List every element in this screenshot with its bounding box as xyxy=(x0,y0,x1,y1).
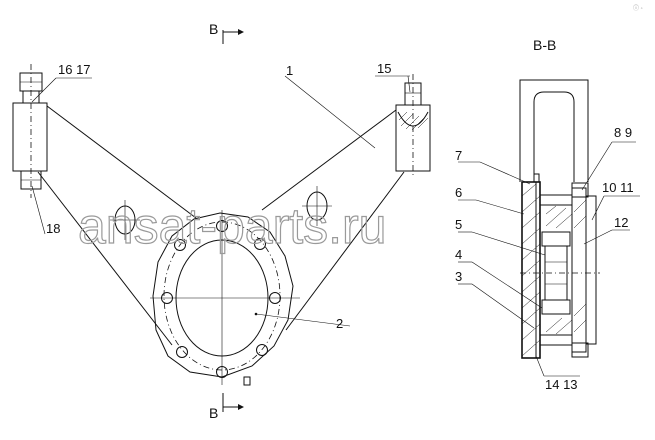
label-14-13: 14 13 xyxy=(545,377,578,392)
left-stud xyxy=(12,64,48,198)
bolt-hole xyxy=(216,366,228,378)
label-15: 15 xyxy=(377,61,391,76)
flange xyxy=(150,210,300,386)
label-12: 12 xyxy=(614,215,628,230)
bolt-hole xyxy=(269,292,281,304)
bolt-hole xyxy=(176,346,188,358)
bracket-outline xyxy=(37,105,405,346)
boss-left xyxy=(110,200,140,240)
label-16-17: 16 17 xyxy=(58,62,91,77)
label-1: 1 xyxy=(286,63,293,78)
section-letter-bottom: B xyxy=(209,405,218,421)
leaders-section xyxy=(458,141,640,377)
bolt-hole xyxy=(216,220,228,232)
boss-right xyxy=(302,186,332,226)
main-view: B B xyxy=(12,21,431,421)
section-mark-top: B xyxy=(209,21,244,44)
label-10-11: 10 11 xyxy=(602,180,634,195)
section-view-title: B-B xyxy=(533,37,556,53)
section-letter-top: B xyxy=(209,21,218,37)
bolt-hole xyxy=(256,344,268,356)
bolt-hole xyxy=(254,238,266,250)
label-7: 7 xyxy=(455,148,462,163)
section-hatch xyxy=(521,183,587,357)
right-stud xyxy=(395,74,431,176)
label-5: 5 xyxy=(455,217,462,232)
label-8-9: 8 9 xyxy=(614,125,632,140)
label-4: 4 xyxy=(455,247,462,262)
bolt-hole xyxy=(174,239,186,251)
watermark: ansat-parts.ru xyxy=(78,198,386,254)
bolt-hole xyxy=(161,292,173,304)
right-stud-hatch xyxy=(398,111,429,131)
corner-mark: ⓘ ◦ xyxy=(633,4,643,12)
label-3: 3 xyxy=(455,269,462,284)
section-mark-bottom: B xyxy=(209,393,244,421)
section-view: B-B xyxy=(455,37,640,392)
label-6: 6 xyxy=(455,185,462,200)
label-18: 18 xyxy=(46,221,60,236)
leaders-main xyxy=(31,75,411,327)
label-2: 2 xyxy=(336,316,343,331)
